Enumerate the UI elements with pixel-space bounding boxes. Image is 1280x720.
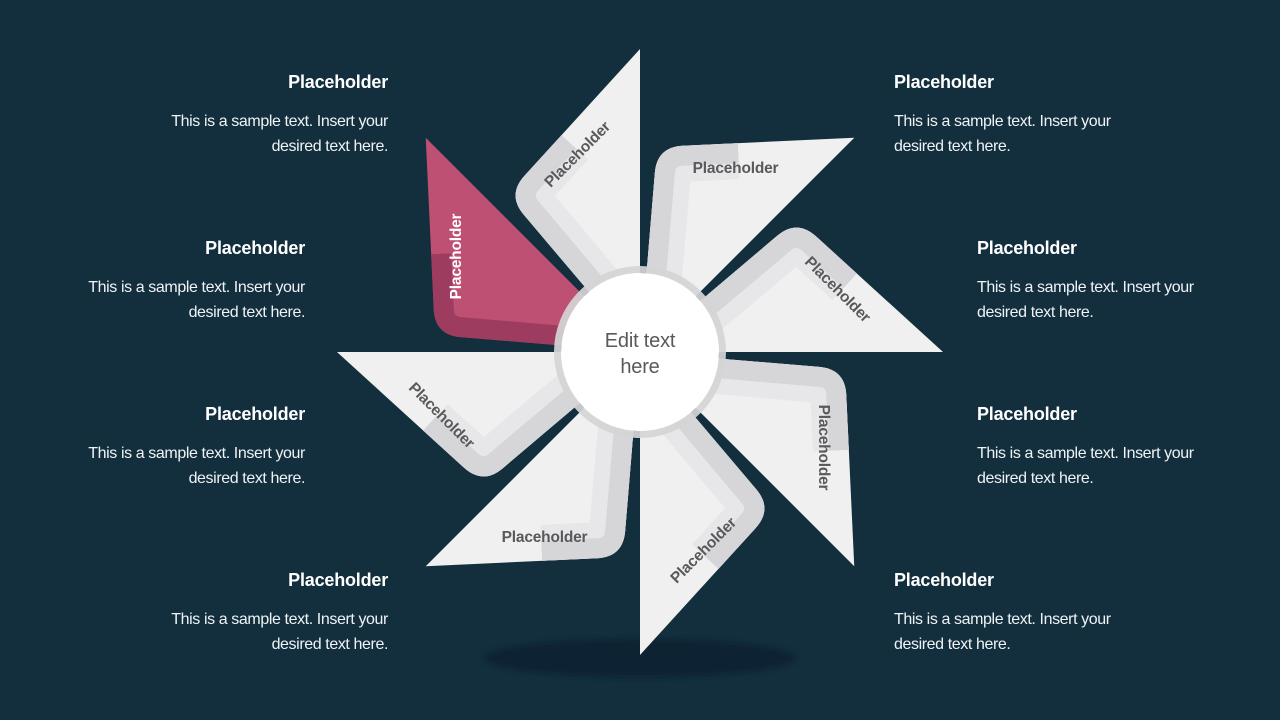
- callout-body-line: This is a sample text. Insert your: [894, 611, 1111, 628]
- callout-body-line: This is a sample text. Insert your: [88, 445, 305, 462]
- callout-body-line: desired text here.: [188, 470, 306, 487]
- callout-mid-left-lower[interactable]: Placeholder This is a sample text. Inser…: [65, 404, 305, 491]
- center-text-placeholder[interactable]: Edit text here: [604, 330, 676, 378]
- callout-title: Placeholder: [977, 404, 1077, 424]
- callout-body-line: desired text here.: [894, 138, 1011, 155]
- diagram-shadow: [484, 639, 796, 677]
- callout-title: Placeholder: [205, 404, 305, 424]
- callout-mid-right-lower[interactable]: Placeholder This is a sample text. Inser…: [977, 404, 1217, 491]
- callout-bottom-left[interactable]: Placeholder This is a sample text. Inser…: [148, 570, 388, 657]
- callout-title: Placeholder: [205, 238, 305, 258]
- callout-body-line: This is a sample text. Insert your: [894, 113, 1111, 130]
- callout-body-line: This is a sample text. Insert your: [977, 279, 1194, 296]
- petal-fold: [640, 227, 882, 352]
- callout-title: Placeholder: [977, 238, 1077, 258]
- callout-title: Placeholder: [288, 570, 388, 590]
- callout-title: Placeholder: [894, 72, 994, 92]
- callout-mid-right-upper[interactable]: Placeholder This is a sample text. Inser…: [977, 238, 1217, 325]
- callout-body-line: desired text here.: [188, 304, 306, 321]
- callout-mid-left-upper[interactable]: Placeholder This is a sample text. Inser…: [65, 238, 305, 325]
- petal-label: Placeholder: [448, 213, 465, 299]
- callout-body-line: This is a sample text. Insert your: [171, 113, 388, 130]
- petal-label: Placeholder: [815, 405, 832, 491]
- callout-body-line: This is a sample text. Insert your: [171, 611, 388, 628]
- center-circle[interactable]: [561, 273, 719, 431]
- callout-bottom-right[interactable]: Placeholder This is a sample text. Inser…: [894, 570, 1134, 657]
- petal-label: Placeholder: [693, 160, 779, 177]
- petal-label: Placeholder: [502, 529, 588, 546]
- callout-title: Placeholder: [894, 570, 994, 590]
- callout-body-line: desired text here.: [977, 304, 1094, 321]
- petal-fold: [540, 354, 676, 597]
- petal-8-accent[interactable]: [338, 137, 640, 440]
- callout-body-line: desired text here.: [271, 138, 389, 155]
- callout-body-line: desired text here.: [894, 636, 1011, 653]
- callout-body-line: This is a sample text. Insert your: [88, 279, 305, 296]
- callout-top-right[interactable]: Placeholder This is a sample text. Inser…: [894, 72, 1134, 159]
- petal-fold: [515, 110, 640, 352]
- petal-fold: [604, 107, 740, 350]
- petal-fold: [640, 352, 765, 594]
- center-circle-ring: [554, 266, 726, 438]
- callout-title: Placeholder: [288, 72, 388, 92]
- petal-fold: [642, 316, 885, 452]
- callout-top-left[interactable]: Placeholder This is a sample text. Inser…: [148, 72, 388, 159]
- callout-body-line: desired text here.: [977, 470, 1094, 487]
- petal-fold: [398, 352, 640, 477]
- petal-fold: [411, 253, 637, 372]
- callout-body-line: This is a sample text. Insert your: [977, 445, 1194, 462]
- callout-body-line: desired text here.: [271, 636, 389, 653]
